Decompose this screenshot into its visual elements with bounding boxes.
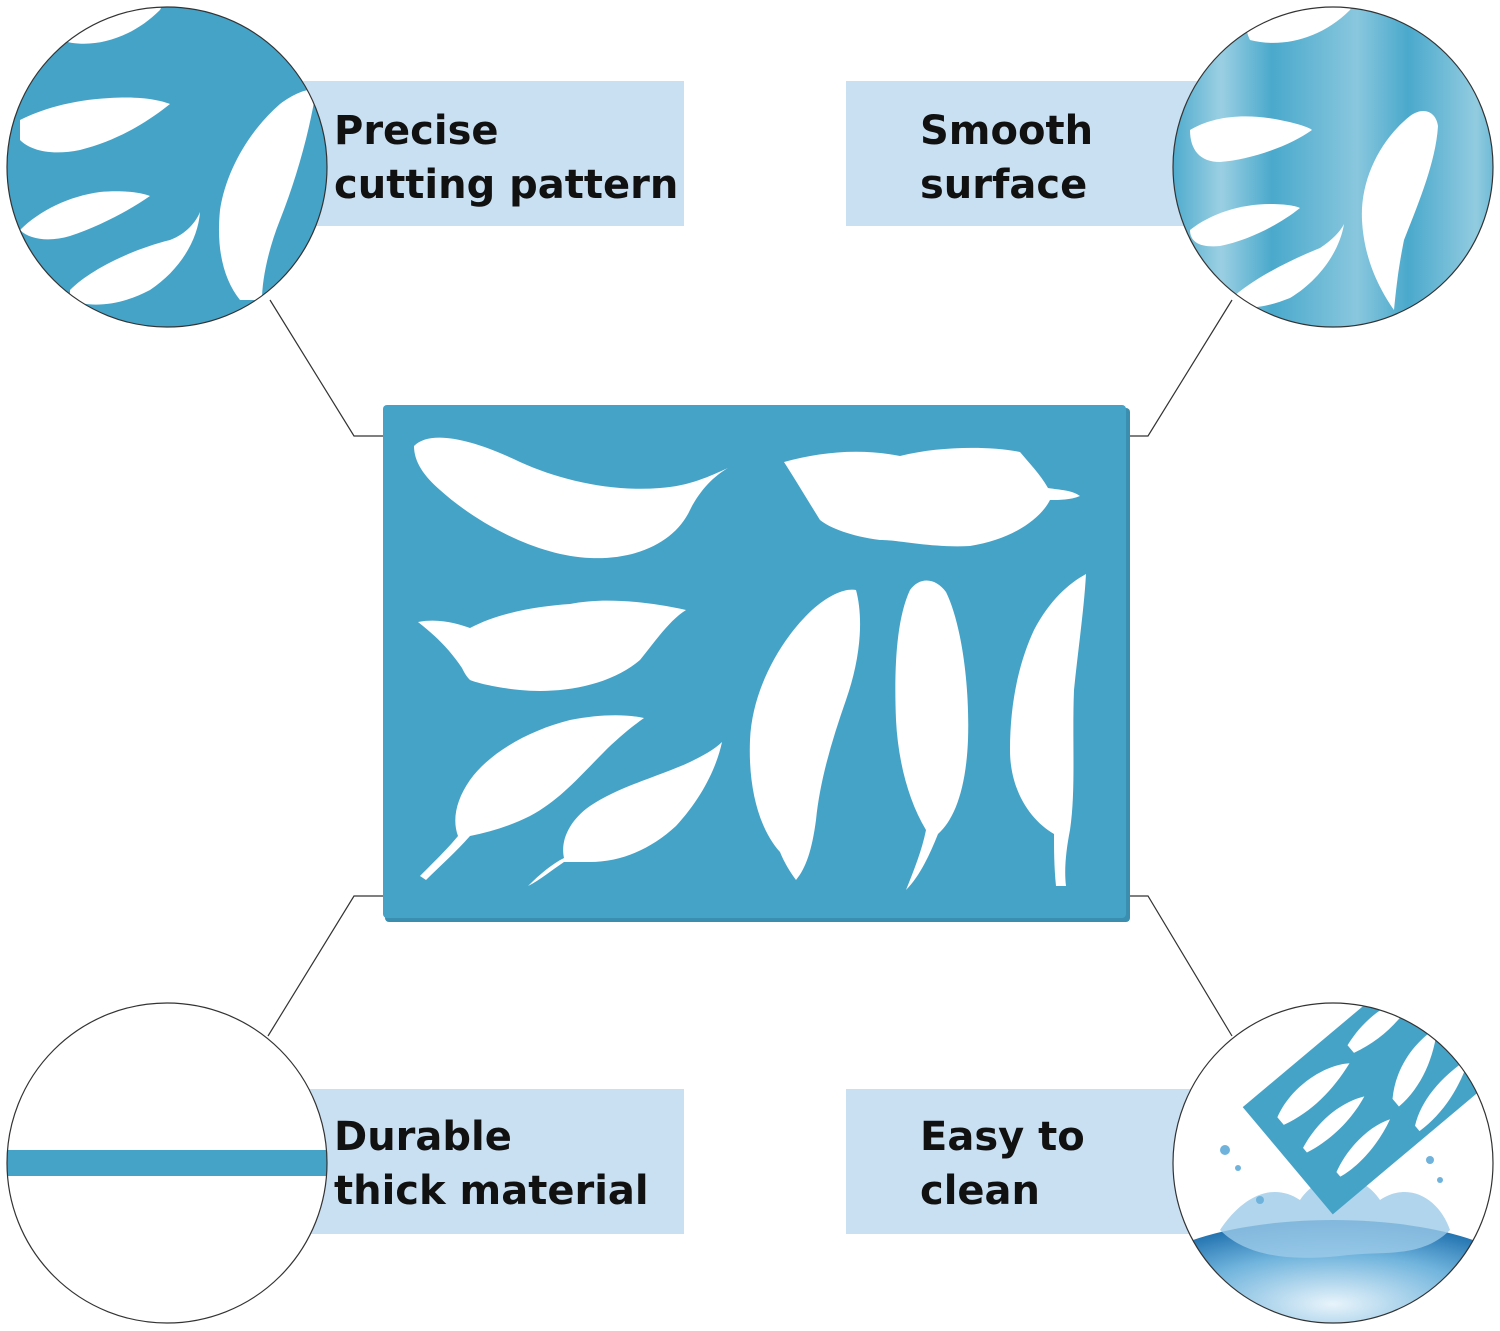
circle-smooth bbox=[1172, 6, 1494, 328]
connector-line-br bbox=[1126, 895, 1233, 1037]
label-box-clean bbox=[846, 1089, 1226, 1234]
feature-label-durable: Durable thick material bbox=[334, 1110, 649, 1218]
circle-precise bbox=[6, 6, 328, 328]
circle-durable bbox=[6, 1002, 328, 1324]
label-box-durable bbox=[300, 1089, 684, 1234]
feature-label-line: Smooth bbox=[920, 108, 1094, 154]
feature-label-smooth: Smooth surface bbox=[920, 104, 1093, 212]
feature-label-line: Precise bbox=[334, 108, 499, 154]
circle-clean bbox=[1172, 1002, 1494, 1324]
connector-line-bl bbox=[267, 895, 384, 1037]
feature-label-precise: Precise cutting pattern bbox=[334, 104, 678, 212]
feature-label-line: cutting pattern bbox=[334, 162, 679, 208]
stencil-sheet bbox=[383, 405, 1130, 922]
feather-icon bbox=[414, 437, 1086, 890]
feature-label-line: thick material bbox=[334, 1168, 649, 1214]
connector-line-tr bbox=[1126, 299, 1233, 437]
water-splash-icon bbox=[1173, 1145, 1493, 1323]
feature-label-line: surface bbox=[920, 162, 1088, 208]
label-box-smooth bbox=[846, 81, 1226, 226]
feature-label-line: clean bbox=[920, 1168, 1041, 1214]
connector-line-tl bbox=[269, 299, 384, 437]
feature-label-clean: Easy to clean bbox=[920, 1110, 1085, 1218]
feature-label-line: Easy to bbox=[920, 1114, 1085, 1160]
label-box-precise bbox=[300, 81, 684, 226]
connector-lines bbox=[267, 299, 1233, 1037]
feature-label-line: Durable bbox=[334, 1114, 512, 1160]
